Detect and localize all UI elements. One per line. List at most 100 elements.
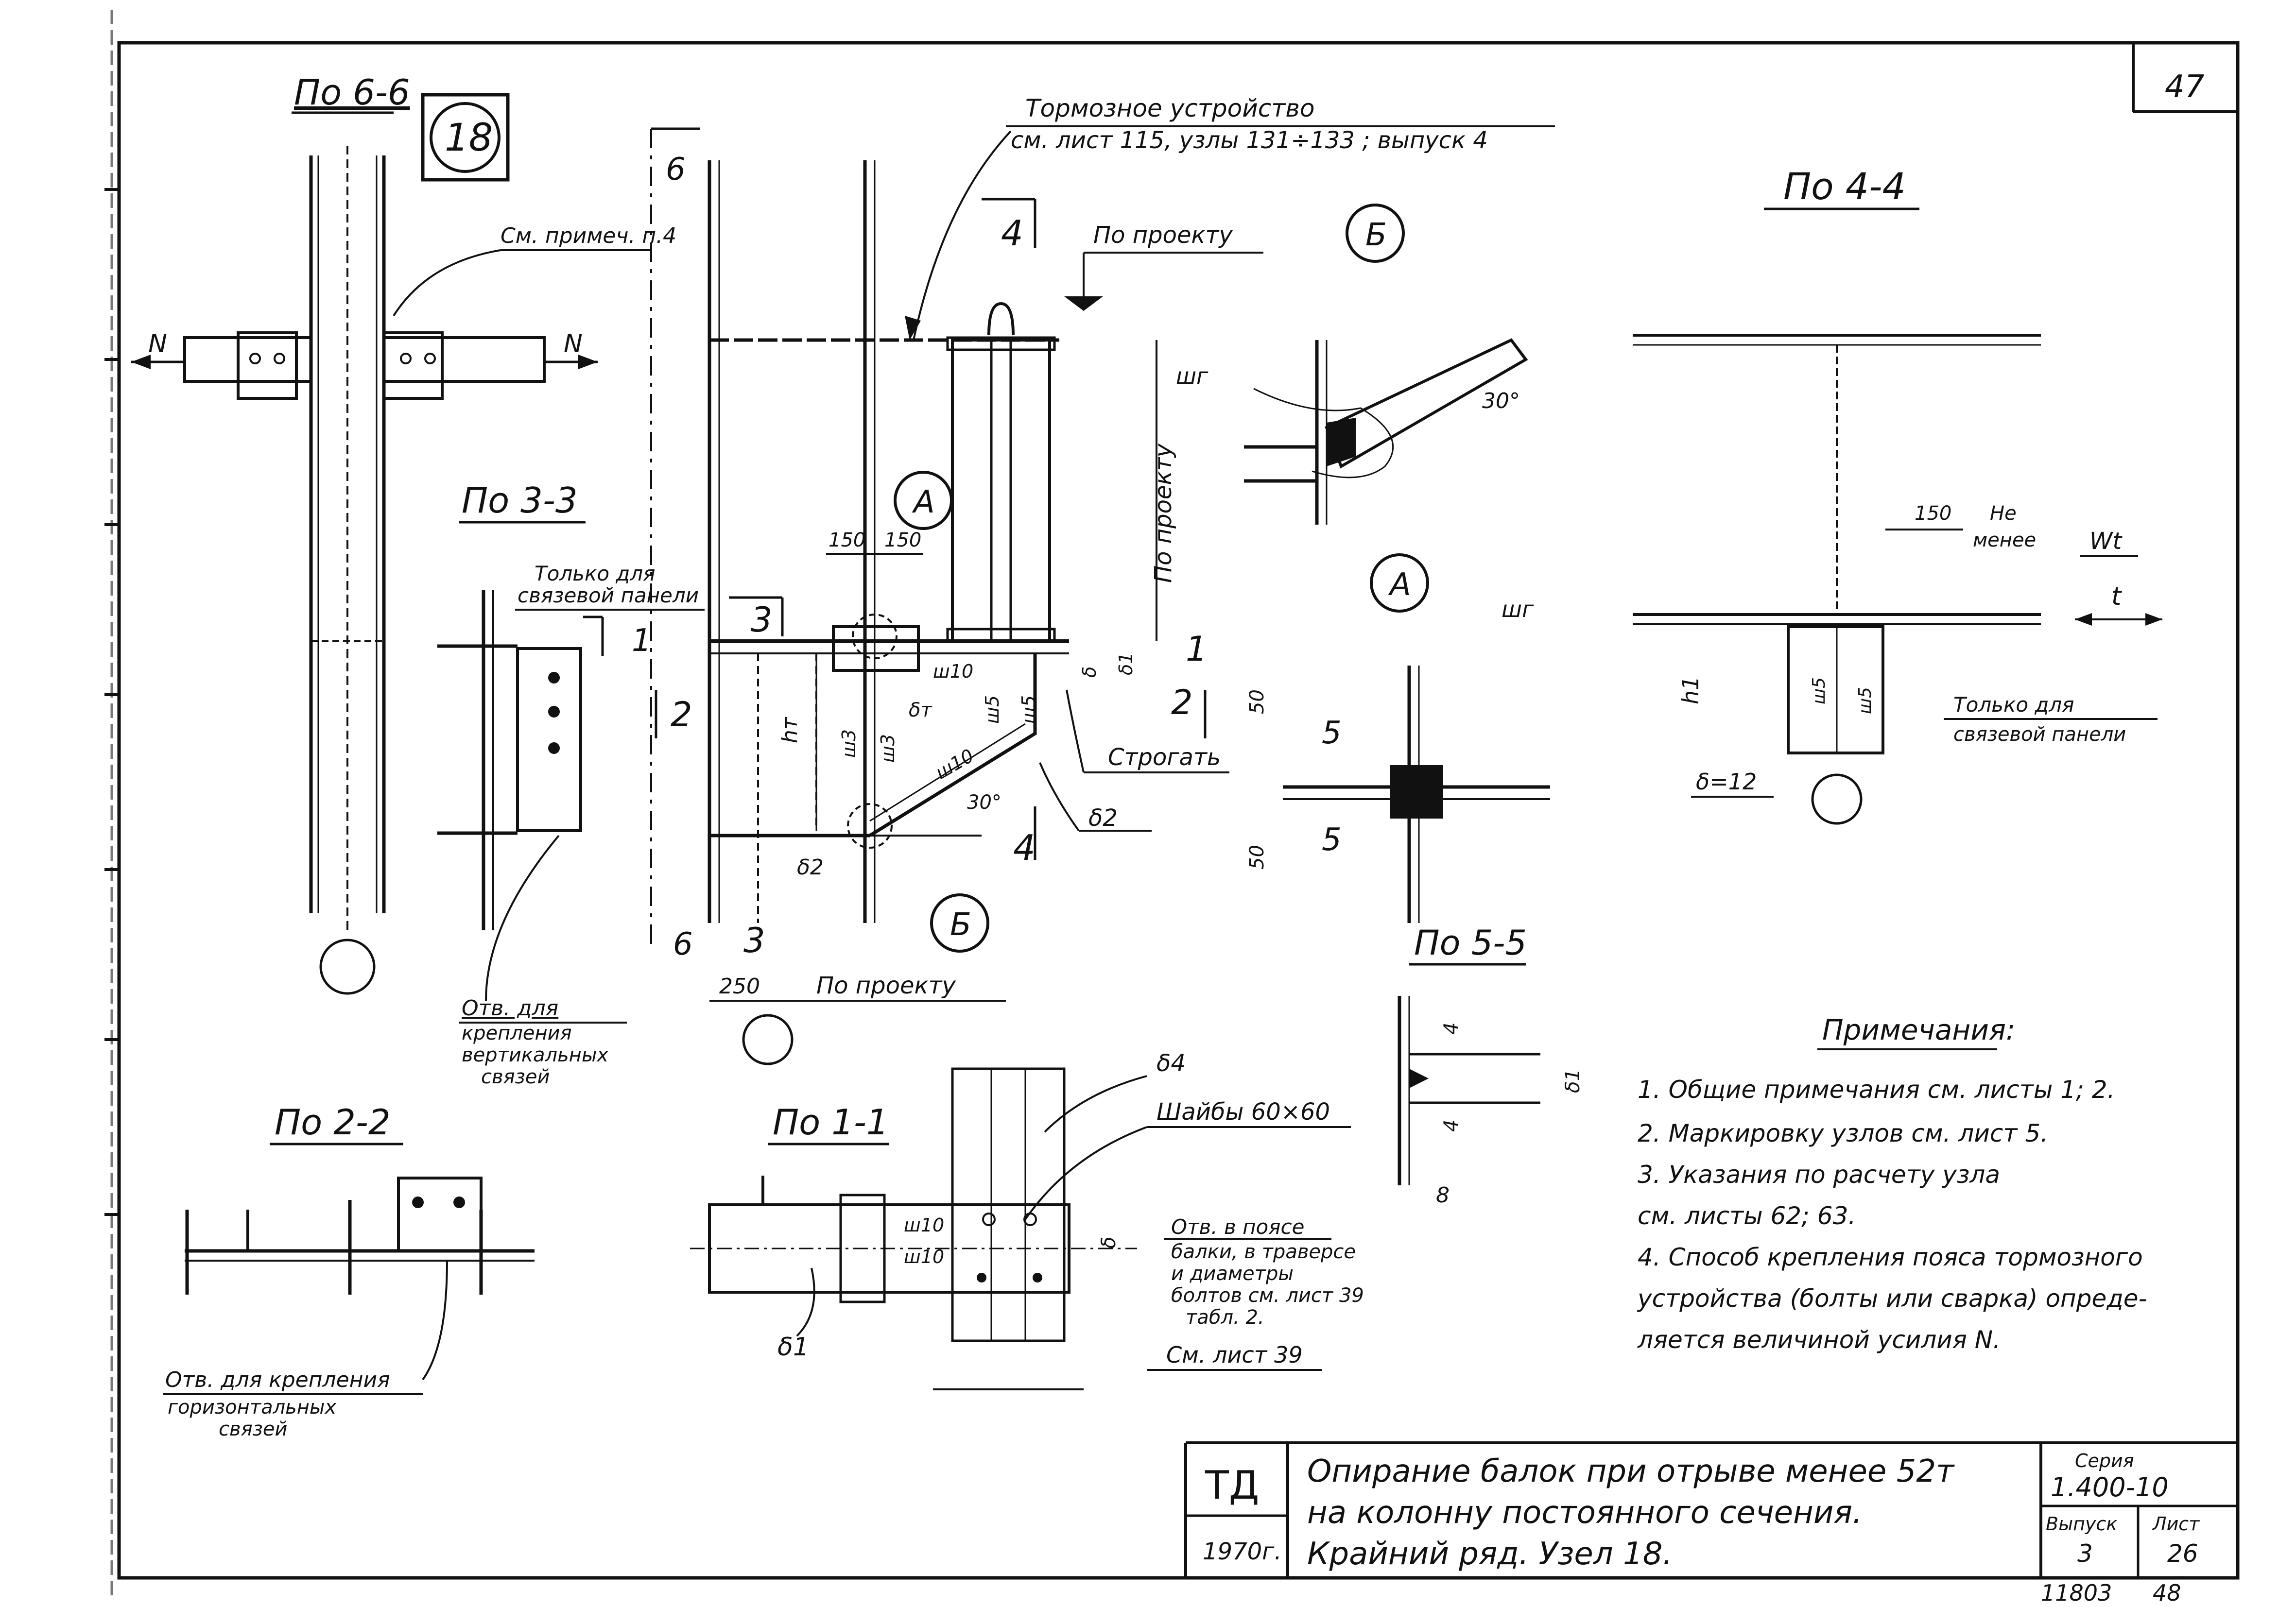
sheet-value: 26	[2167, 1539, 2198, 1568]
year: 1970г.	[1203, 1538, 1282, 1565]
detail-a: А шг 50 50 5 5	[1246, 553, 1550, 923]
callout-b: Б	[950, 907, 971, 943]
weld-shg-b: шг	[1176, 363, 1208, 389]
holes-horiz-1: Отв. для крепления	[165, 1368, 390, 1392]
delta-1-11: δ1	[777, 1333, 809, 1362]
ne-menee-1: Не	[1990, 502, 2017, 525]
dim-50-a: 50	[1246, 689, 1268, 714]
dim-250: 250	[719, 974, 760, 999]
dim-8: 8	[1436, 1183, 1450, 1208]
brake-device-title: Тормозное устройство	[1025, 94, 1314, 122]
cut-mark-2-right: 2	[1171, 683, 1193, 722]
delta-1-elev: δ1	[1115, 652, 1137, 675]
delta-b: δ	[1079, 667, 1100, 678]
weld-shg-a: шг	[1502, 596, 1534, 622]
holes-vert-1: Отв. для	[462, 996, 558, 1021]
note-item-3: 3. Указания по расчету узла	[1638, 1161, 2000, 1189]
angle-30-lower: 30°	[967, 791, 1001, 814]
title-block: ТД 1970г. Опирание балок при отрыве мене…	[1184, 1441, 2238, 1578]
cut-mark-2-left: 2	[671, 695, 692, 735]
height-ht: hт	[777, 717, 802, 743]
node-badge-frame	[421, 93, 510, 182]
series-label: Серия	[2075, 1450, 2134, 1471]
footer-page: 48	[2153, 1580, 2181, 1606]
note-item-4b: устройства (болты или сварка) опреде-	[1637, 1284, 2147, 1313]
note-item-4c: ляется величиной усилия N.	[1637, 1326, 2001, 1354]
note-item-4: 4. Способ крепления пояса тормозного	[1638, 1243, 2143, 1271]
dim-4-a: 4	[1440, 1023, 1463, 1035]
po-proektu-top: По проекту	[1093, 222, 1233, 249]
only-brace-r2: связевой панели	[1953, 723, 2126, 746]
only-brace-r1: Только для	[1953, 693, 2074, 717]
holes-flange-5: табл. 2.	[1186, 1306, 1264, 1329]
height-h1: h1	[1677, 676, 1704, 704]
po-proektu-vertical: По проекту	[1150, 444, 1177, 583]
delta-2-right: δ2	[1088, 804, 1118, 832]
cut-mark-1-right: 1	[1186, 629, 1208, 669]
sheet-number: 47	[2165, 69, 2205, 105]
title-line-3: Крайний ряд. Узел 18.	[1307, 1536, 1673, 1572]
cut-mark-1-a: 1	[632, 623, 652, 659]
section-6-6-title: По 6-6	[294, 72, 410, 113]
delta-b-11: δ	[1098, 1237, 1120, 1248]
section-2-2-title: По 2-2	[275, 1102, 391, 1143]
note-item-2: 2. Маркировку узлов см. лист 5.	[1638, 1119, 2048, 1147]
issue-label: Выпуск	[2046, 1513, 2117, 1535]
brake-device-ref: см. лист 115, узлы 131÷133 ; выпуск 4	[1011, 127, 1488, 154]
title-line-1: Опирание балок при отрыве менее 52т	[1307, 1453, 1955, 1489]
washers-label: Шайбы 60×60	[1157, 1098, 1330, 1126]
delta-t: δт	[909, 699, 932, 721]
notes-title: Примечания:	[1822, 1013, 2015, 1046]
ne-menee-2: менее	[1973, 529, 2036, 551]
weld-sh5-b: ш5	[1018, 695, 1039, 724]
weld-sh10-c: ш10	[904, 1214, 944, 1236]
section-4-4: По 4-4 150 Не менее Wt t h1 ш5 ш5 Только…	[1633, 165, 2162, 825]
section-1-1-title: По 1-1	[773, 1102, 889, 1143]
weld-sh5-c: ш5	[1809, 677, 1829, 704]
detail-b: Б шг 30°	[1176, 204, 1528, 525]
holes-flange-2: балки, в траверсе	[1171, 1241, 1356, 1263]
dim-150-r: 150	[1915, 502, 1951, 525]
weld-sh5-a: ш5	[982, 695, 1003, 724]
force-n-right: N	[564, 329, 583, 359]
strogat-label: Строгать	[1108, 744, 1221, 771]
see-sheet-39: См. лист 39	[1166, 1342, 1303, 1368]
dim-150-b: 150	[884, 529, 921, 551]
cut-mark-4-bottom: 4	[1013, 827, 1036, 868]
callout-b-circle	[930, 893, 989, 953]
delta-1-55: δ1	[1562, 1069, 1584, 1093]
holes-flange-4: болтов см. лист 39	[1171, 1284, 1364, 1307]
weld-sh10-a: ш10	[933, 661, 973, 682]
holes-flange-3: и диаметры	[1171, 1263, 1294, 1285]
holes-vert-3: вертикальных	[462, 1044, 608, 1066]
section-3-3: По 3-3 Только для связевой панели 1	[437, 480, 705, 1001]
cut-mark-4-top: 4	[1001, 213, 1023, 254]
sheet-frame	[104, 10, 2240, 1598]
section-3-3-title: По 3-3	[462, 480, 578, 521]
section-5-5-title: По 5-5	[1414, 923, 1527, 963]
delta-4: δ4	[1157, 1050, 1186, 1077]
cut-mark-3-bottom: 3	[743, 921, 765, 960]
holes-vert-2: крепления	[462, 1022, 572, 1044]
title-line-2: на колонну постоянного сечения.	[1307, 1495, 1862, 1531]
vertical-brace-holes-note: Отв. для крепления вертикальных связей	[459, 996, 627, 1088]
detail-a-circle	[1370, 553, 1429, 613]
see-note-4: См. примеч. п.4	[501, 223, 676, 248]
cut-mark-6-top: 6	[666, 152, 686, 188]
section-1-1: По 1-1 ш10 ш10 δ4 Шайбы 60×60 δ Отв. в п…	[690, 1050, 1364, 1390]
delta-12: δ=12	[1696, 769, 1757, 795]
cut-mark-5-bottom: 5	[1322, 822, 1342, 858]
cut-mark-5-top: 5	[1322, 715, 1342, 751]
section-2-2: По 2-2 Отв. для крепления горизонтальных…	[163, 1102, 535, 1440]
po-proektu-bottom: По проекту	[816, 972, 956, 999]
detail-b-circle	[1346, 204, 1405, 263]
force-n-left: N	[148, 329, 167, 359]
angle-30: 30°	[1482, 389, 1520, 413]
callout-a: А	[912, 484, 935, 520]
force-t: t	[2111, 582, 2122, 611]
weld-sh10-b: ш10	[932, 745, 978, 784]
node-badge: 18	[445, 116, 493, 160]
cut-mark-6-bottom: 6	[673, 926, 693, 962]
weld-sh5-d: ш5	[1855, 687, 1875, 714]
